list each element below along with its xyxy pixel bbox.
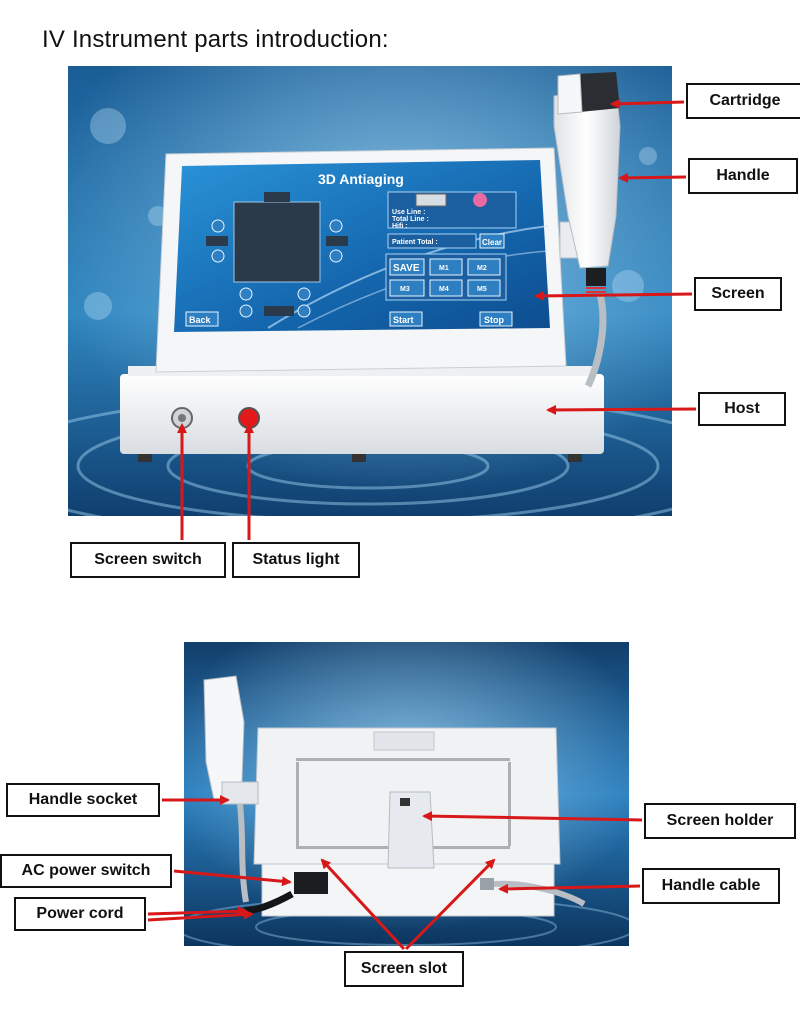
callout-screen-switch: Screen switch <box>70 542 226 578</box>
callout-status-light: Status light <box>232 542 360 578</box>
callout-handle-cable: Handle cable <box>642 868 780 904</box>
m3-button[interactable] <box>389 279 425 297</box>
callout-handle: Handle <box>688 158 798 194</box>
handle-socket <box>221 781 259 805</box>
start-button[interactable] <box>389 311 423 327</box>
screen-title: 3D Antiaging <box>318 171 404 187</box>
cartridge <box>576 72 620 112</box>
callout-ac-power-switch: AC power switch <box>0 854 172 888</box>
hifu-label: Hifi : <box>392 223 408 230</box>
m5-label: M5 <box>477 286 487 293</box>
callout-handle-socket: Handle socket <box>6 783 160 817</box>
callout-host: Host <box>698 392 786 426</box>
m1-label: M1 <box>439 265 449 272</box>
callout-screen: Screen <box>694 277 782 311</box>
save-button[interactable] <box>389 258 425 276</box>
back-button[interactable] <box>185 311 219 327</box>
callout-cartridge: Cartridge <box>686 83 800 119</box>
save-button-label: SAVE <box>393 263 420 274</box>
back-view-photo <box>184 642 629 946</box>
m5-button[interactable] <box>467 279 501 297</box>
status-light <box>238 407 260 429</box>
clear-button-label: Clear <box>482 238 502 247</box>
clear-button[interactable] <box>479 233 505 249</box>
front-view-photo: 3D Antiaging Use Line : Total Line : Hif… <box>68 66 672 516</box>
back-button-label: Back <box>189 315 212 325</box>
total-line-label: Total Line : <box>392 216 429 223</box>
host-body <box>120 374 604 454</box>
screen-holder <box>387 791 435 869</box>
m4-button[interactable] <box>429 279 463 297</box>
page-heading: IV Instrument parts introduction: <box>42 26 389 53</box>
callout-screen-holder: Screen holder <box>644 803 796 839</box>
m4-label: M4 <box>439 286 449 293</box>
stop-button[interactable] <box>479 311 513 327</box>
callout-power-cord: Power cord <box>14 897 146 931</box>
callout-screen-slot: Screen slot <box>344 951 464 987</box>
stop-button-label: Stop <box>484 315 504 325</box>
patient-total-label: Patient Total : <box>392 239 438 246</box>
m2-label: M2 <box>477 265 487 272</box>
start-button-label: Start <box>393 315 414 325</box>
m3-label: M3 <box>400 286 410 293</box>
m2-button[interactable] <box>467 258 501 276</box>
ac-power-switch[interactable] <box>294 872 328 894</box>
use-line-label: Use Line : <box>392 209 425 216</box>
m1-button[interactable] <box>429 258 463 276</box>
